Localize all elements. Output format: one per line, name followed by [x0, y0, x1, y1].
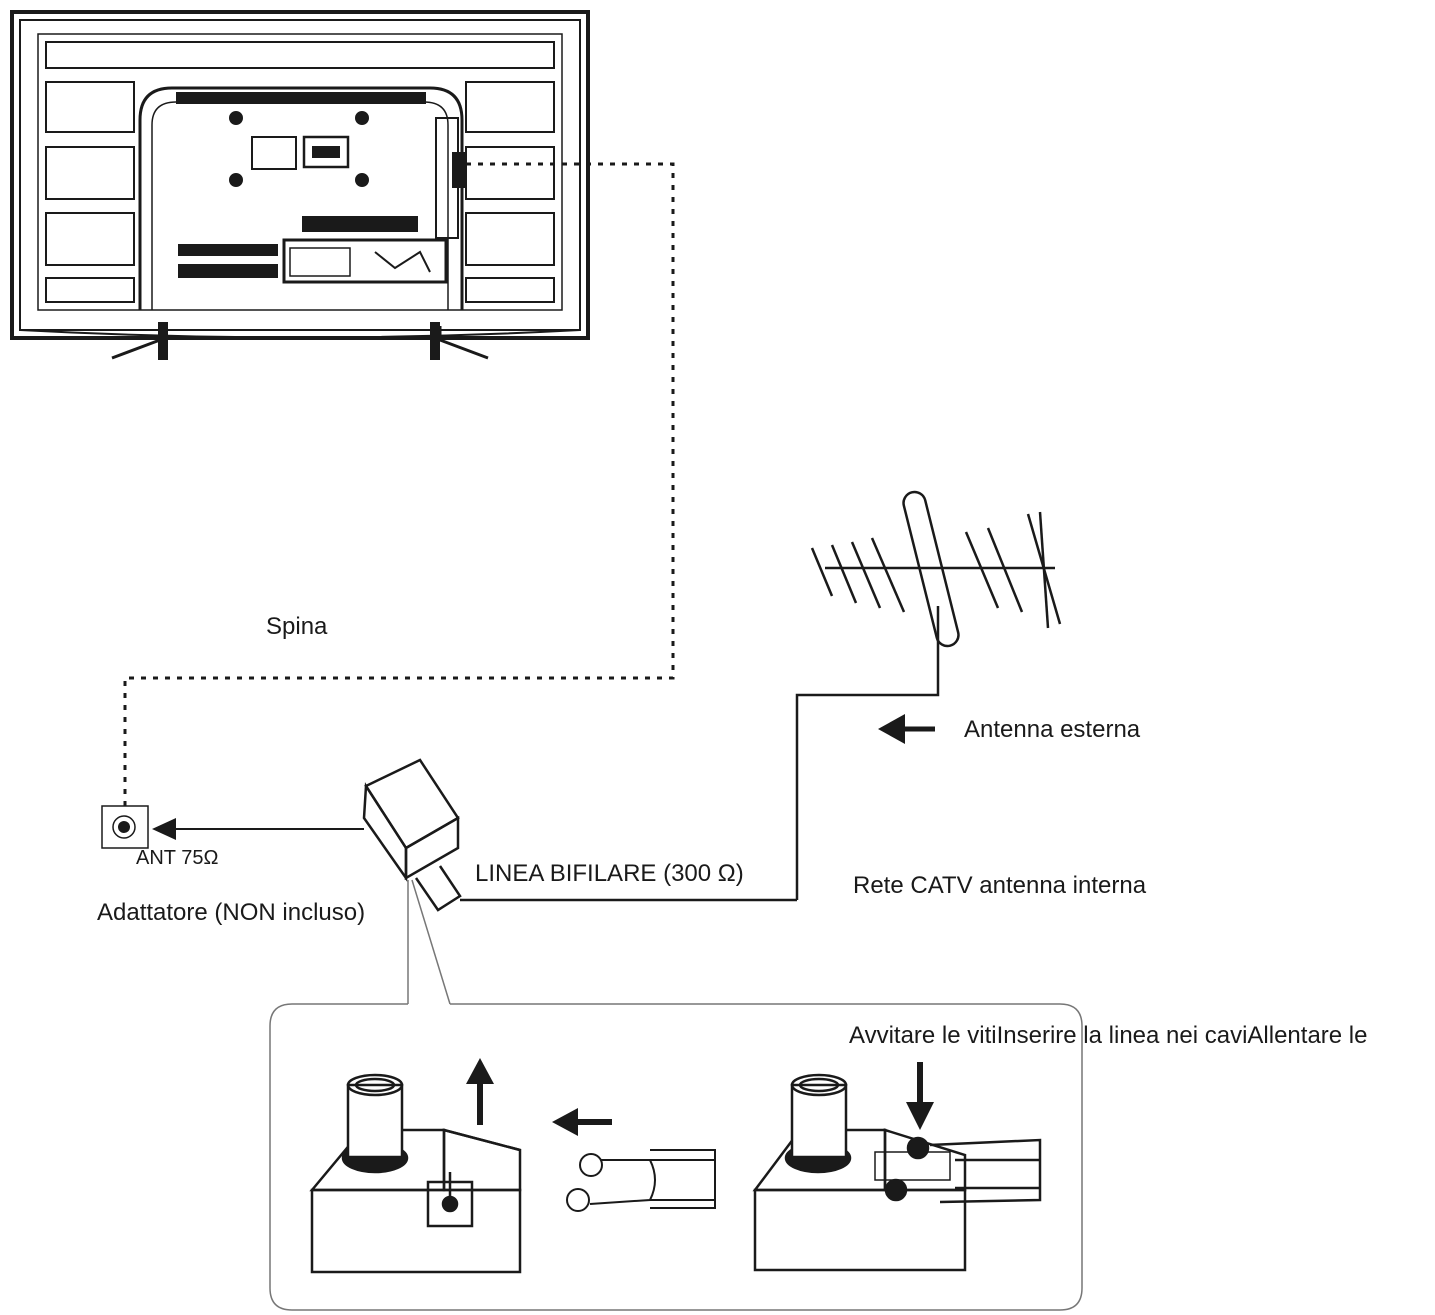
zoom-callout-lines	[269, 879, 1083, 1311]
catv-label: Rete CATV antenna interna	[853, 872, 1147, 899]
twin-lead-label: LINEA BIFILARE (300 Ω)	[475, 860, 744, 887]
adapter-to-port-arrow	[152, 818, 364, 840]
tv-back-illustration	[10, 10, 590, 360]
yagi-antenna-icon	[795, 490, 1062, 900]
adapter-detail-open-icon	[309, 1073, 522, 1274]
plug-label: Spina	[266, 613, 328, 640]
outdoor-antenna-label: Antenna esterna	[964, 716, 1141, 743]
dotted-coax-cable	[123, 162, 675, 808]
ant-port-icon	[101, 805, 149, 849]
steps-label: Avvitare le vitiInserire la linea nei ca…	[849, 1024, 1368, 1048]
twin-lead-lugs-icon	[566, 1149, 716, 1212]
adapter-detail-connected-icon	[752, 1073, 1042, 1272]
arrow-left-icon	[878, 714, 935, 744]
arrow-down-icon	[906, 1062, 934, 1130]
balun-adapter-icon	[362, 758, 797, 912]
arrow-up-icon	[466, 1058, 494, 1125]
adapter-label: Adattatore (NON incluso)	[97, 899, 366, 926]
arrow-insert-icon	[552, 1108, 612, 1136]
ant-port-label: ANT 75Ω	[136, 847, 219, 869]
